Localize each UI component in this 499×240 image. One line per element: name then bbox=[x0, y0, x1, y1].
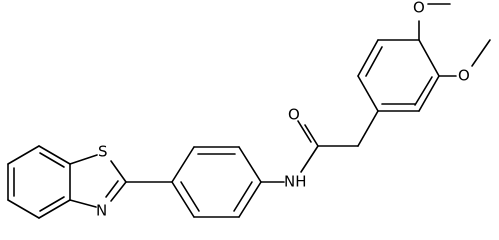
bond bbox=[418, 75, 440, 112]
benzo-ring bbox=[7, 145, 71, 219]
amide-nh-label: NH bbox=[284, 173, 307, 191]
bond bbox=[418, 39, 440, 77]
bond bbox=[233, 181, 253, 212]
bond bbox=[304, 124, 319, 147]
bond bbox=[300, 145, 319, 173]
methoxy-oxygen-upper-label: O bbox=[413, 0, 425, 17]
bond bbox=[357, 110, 379, 147]
bond bbox=[238, 181, 262, 218]
bond bbox=[110, 160, 127, 183]
chemical-structure: S N NH O O O bbox=[7, 0, 491, 220]
amide-group bbox=[260, 110, 379, 183]
bond bbox=[171, 146, 195, 183]
sulfur-label: S bbox=[98, 143, 108, 161]
bond bbox=[471, 39, 491, 67]
bond bbox=[365, 46, 383, 77]
methoxy-groups bbox=[418, 3, 491, 77]
bond bbox=[7, 199, 40, 219]
bond bbox=[171, 181, 195, 218]
bond bbox=[38, 145, 71, 165]
bond bbox=[180, 181, 200, 212]
bond bbox=[69, 154, 98, 165]
methoxy-oxygen-lower-label: O bbox=[458, 67, 470, 85]
dimethoxyphenyl-ring bbox=[357, 39, 440, 112]
bond bbox=[110, 181, 127, 202]
thiazole-ring bbox=[69, 154, 127, 208]
carbonyl-oxygen-label: O bbox=[288, 106, 300, 124]
bond bbox=[297, 120, 312, 143]
bond bbox=[357, 39, 379, 77]
bond bbox=[38, 199, 71, 219]
bond bbox=[39, 196, 65, 212]
bond bbox=[7, 145, 40, 165]
phenylene-ring bbox=[171, 146, 262, 218]
bond bbox=[39, 152, 65, 168]
thiazole-nitrogen-label: N bbox=[96, 202, 107, 220]
bond bbox=[414, 76, 433, 106]
bond bbox=[69, 199, 97, 208]
bond bbox=[357, 75, 379, 112]
bond bbox=[238, 146, 262, 183]
bond bbox=[105, 180, 119, 198]
